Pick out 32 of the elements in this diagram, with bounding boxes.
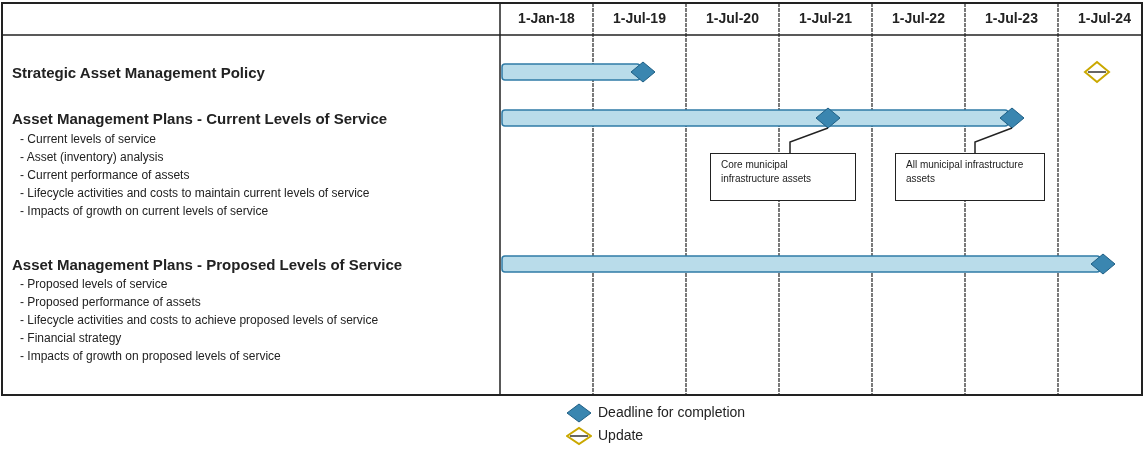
leader-line — [974, 127, 1013, 154]
deadline-diamond — [630, 61, 656, 83]
legend-label: Deadline for completion — [598, 404, 746, 420]
bullet-item: - Lifecycle activities and costs to achieve proposed levels of service — [20, 313, 379, 327]
leader-line — [789, 127, 829, 154]
legend-label: Update — [598, 427, 644, 443]
column-header: 1-Jul-21 — [798, 10, 853, 26]
bullet-item: - Current performance of assets — [20, 168, 190, 182]
deadline-diamond — [1090, 253, 1116, 275]
column-header: 1-Jul-24 — [1077, 10, 1132, 26]
bullet-item: - Current levels of service — [20, 132, 157, 146]
column-header: 1-Jul-23 — [984, 10, 1039, 26]
bullet-item: - Financial strategy — [20, 331, 122, 345]
deadline-diamond — [999, 107, 1025, 129]
bullet-item: - Impacts of growth on current levels of service — [20, 204, 269, 218]
column-header: 1-Jul-20 — [705, 10, 760, 26]
column-header: 1-Jul-19 — [612, 10, 667, 26]
row-title: Strategic Asset Management Policy — [12, 64, 265, 81]
timeline-bar — [501, 255, 1101, 273]
column-header: 1-Jul-22 — [891, 10, 946, 26]
bullet-item: - Proposed levels of service — [20, 277, 168, 291]
timeline-bar — [501, 109, 1009, 127]
callout-box: Core municipal infrastructure assets — [710, 153, 856, 201]
bullet-item: - Proposed performance of assets — [20, 295, 201, 309]
row-title: Asset Management Plans - Current Levels of Service — [12, 110, 388, 127]
row-title: Asset Management Plans - Proposed Levels of Service — [12, 256, 403, 273]
column-header: 1-Jan-18 — [517, 10, 576, 26]
bullet-item: - Asset (inventory) analysis — [20, 150, 164, 164]
bullet-item: - Impacts of growth on proposed levels of service — [20, 349, 281, 363]
bullet-item: - Lifecycle activities and costs to maintain current levels of service — [20, 186, 370, 200]
timeline-bar — [501, 63, 641, 81]
callout-box: All municipal infrastructure assets — [895, 153, 1045, 201]
